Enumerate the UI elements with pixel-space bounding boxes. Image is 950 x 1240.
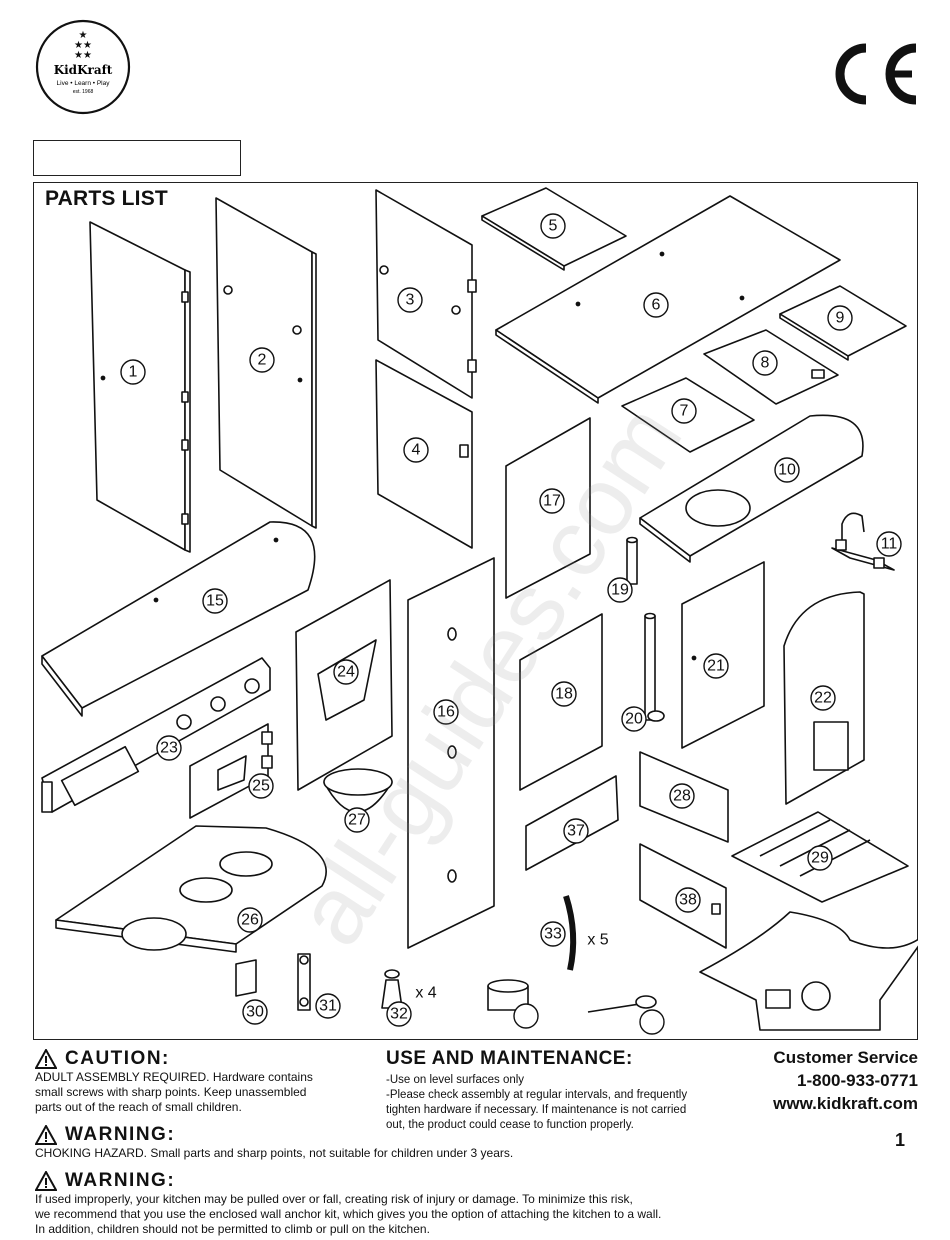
customer-service-block: Customer Service 1-800-933-0771 www.kidk… [718, 1046, 918, 1115]
spoon-icon [587, 995, 657, 1013]
part-label-3: 3 [406, 292, 415, 309]
parts-list-heading: PARTS LIST [45, 187, 168, 210]
part-label-11: 11 [881, 536, 898, 553]
part-label-8: 8 [761, 355, 770, 372]
warning-tipover-line-1: If used improperly, your kitchen may be … [35, 1192, 633, 1206]
qty-33: x 5 [587, 932, 608, 949]
part-label-2: 2 [258, 352, 267, 369]
part-23-control-panel [41, 657, 271, 813]
part-label-20: 20 [625, 711, 643, 728]
svg-text:★★: ★★ [74, 40, 92, 51]
part-11-faucet [831, 512, 895, 571]
part-31-bracket [297, 953, 311, 1011]
warning-tipover-block: WARNING: If used improperly, your kitche… [35, 1170, 915, 1237]
part-label-16: 16 [437, 704, 455, 721]
logo-brand: KidKraft [54, 63, 113, 77]
part-21-panel [681, 561, 765, 749]
part-24-frame [295, 579, 393, 791]
apron-icon [699, 911, 918, 1031]
part-label-9: 9 [836, 310, 845, 327]
part-label-26: 26 [241, 912, 259, 929]
part-label-19: 19 [611, 582, 629, 599]
part-label-10: 10 [778, 462, 796, 479]
qty-32: x 4 [415, 985, 436, 1002]
part-label-17: 17 [543, 493, 561, 510]
part-label-15: 15 [206, 593, 224, 610]
warning-tipover-line-3: In addition, children should not be perm… [35, 1222, 430, 1236]
ce-mark-icon [835, 43, 917, 105]
part-label-18: 18 [555, 686, 573, 703]
part-16-panel [407, 557, 495, 949]
caution-block: CAUTION: ADULT ASSEMBLY REQUIRED. Hardwa… [35, 1048, 375, 1115]
warning-choking-block: WARNING: CHOKING HAZARD. Small parts and… [35, 1124, 735, 1161]
page-number: 1 [895, 1130, 906, 1150]
caution-line-3: parts out of the reach of small children… [35, 1100, 242, 1114]
part-label-29: 29 [811, 850, 829, 867]
part-27-bowl [323, 768, 393, 813]
customer-service-web: www.kidkraft.com [773, 1094, 918, 1113]
use-line-4: out, the product could cease to function… [386, 1119, 634, 1131]
warning-choking-text: CHOKING HAZARD. Small parts and sharp po… [35, 1146, 514, 1160]
caution-line-1: ADULT ASSEMBLY REQUIRED. Hardware contai… [35, 1070, 313, 1084]
part-6-board [495, 195, 841, 404]
part-label-31: 31 [319, 998, 337, 1015]
part-label-24: 24 [337, 664, 355, 681]
warning-tipover-title: WARNING: [65, 1170, 176, 1191]
part-label-27: 27 [348, 812, 366, 829]
use-line-2: -Please check assembly at regular interv… [386, 1089, 688, 1101]
warning-triangle-icon [35, 1125, 57, 1145]
parts-diagram: 1 2 3 4 5 6 7 8 9 10 11 15 16 17 18 19 2… [41, 187, 918, 1035]
part-3-door [375, 189, 477, 399]
warning-triangle-icon [35, 1171, 57, 1191]
part-label-6: 6 [652, 297, 661, 314]
part-33-handle [563, 895, 577, 971]
part-30-bracket [235, 959, 257, 997]
customer-service-title: Customer Service [773, 1048, 918, 1067]
part-label-32: 32 [390, 1006, 408, 1023]
title-box [33, 140, 241, 176]
part-label-28: 28 [673, 788, 691, 805]
warning-tipover-line-2: we recommend that you use the enclosed w… [35, 1207, 662, 1221]
part-label-1: 1 [129, 364, 138, 381]
caution-title: CAUTION: [65, 1048, 170, 1069]
logo-est: est. 1968 [73, 89, 94, 95]
part-label-33: 33 [544, 926, 562, 943]
warning-triangle-icon [35, 1049, 57, 1069]
logo-tagline: Live • Learn • Play [57, 80, 111, 87]
caution-heading: CAUTION: [35, 1048, 375, 1070]
part-19-post [626, 536, 638, 585]
use-line-1: -Use on level surfaces only [386, 1074, 525, 1086]
customer-service-phone: 1-800-933-0771 [797, 1071, 918, 1090]
kidkraft-logo: ★★ ★ ★★ KidKraft Live • Learn • Play est… [35, 19, 131, 115]
stars-icon: ★★ ★ ★★ [74, 30, 92, 61]
part-label-7: 7 [680, 403, 689, 420]
svg-text:★★: ★★ [74, 50, 92, 61]
part-label-30: 30 [246, 1004, 264, 1021]
use-maintenance-title: USE AND MAINTENANCE: [386, 1048, 633, 1069]
part-label-37: 37 [567, 823, 585, 840]
part-25-oven-door [189, 723, 273, 819]
warning-tipover-heading: WARNING: [35, 1170, 915, 1192]
part-label-38: 38 [679, 892, 697, 909]
part-10-counter [639, 414, 864, 563]
part-label-22: 22 [814, 690, 832, 707]
svg-text:★: ★ [79, 30, 88, 41]
part-label-21: 21 [707, 658, 725, 675]
warning-choking-title: WARNING: [65, 1124, 176, 1145]
caution-line-2: small screws with sharp points. Keep una… [35, 1085, 307, 1099]
use-line-3: tighten hardware if necessary. If mainte… [386, 1104, 687, 1116]
part-label-25: 25 [252, 778, 270, 795]
part-label-4: 4 [412, 442, 421, 459]
part-label-23: 23 [160, 740, 178, 757]
warning-choking-heading: WARNING: [35, 1124, 735, 1146]
use-maintenance-block: USE AND MAINTENANCE: -Use on level surfa… [386, 1048, 731, 1133]
part-1-panel [89, 221, 191, 553]
parts-list-frame [33, 182, 918, 1040]
part-label-5: 5 [549, 218, 558, 235]
part-20-post [644, 612, 665, 722]
part-15-board [41, 521, 316, 717]
